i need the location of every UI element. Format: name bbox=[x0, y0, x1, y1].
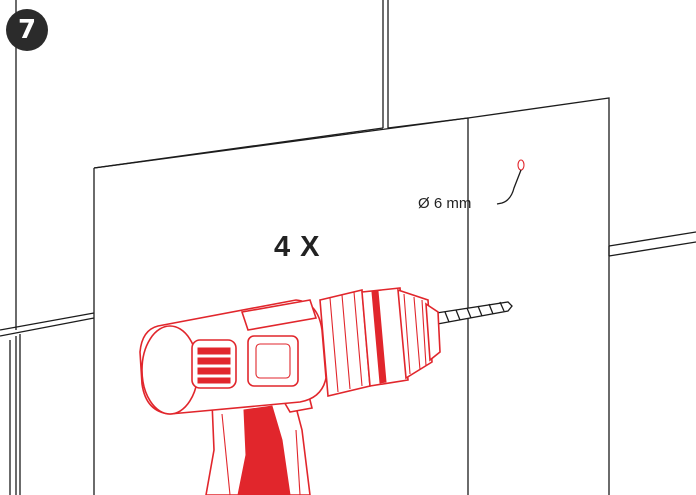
step-number: 7 bbox=[17, 15, 37, 45]
drill-bit-icon bbox=[429, 301, 513, 326]
quantity-label: 4 X bbox=[274, 231, 321, 263]
panel bbox=[93, 97, 610, 495]
hole-diameter-label: Ø 6 mm bbox=[418, 195, 472, 212]
step-number-badge: 7 bbox=[6, 9, 48, 51]
vent-grille bbox=[191, 339, 237, 389]
drill-icon bbox=[139, 287, 441, 495]
drill-hole-marker bbox=[496, 159, 525, 205]
